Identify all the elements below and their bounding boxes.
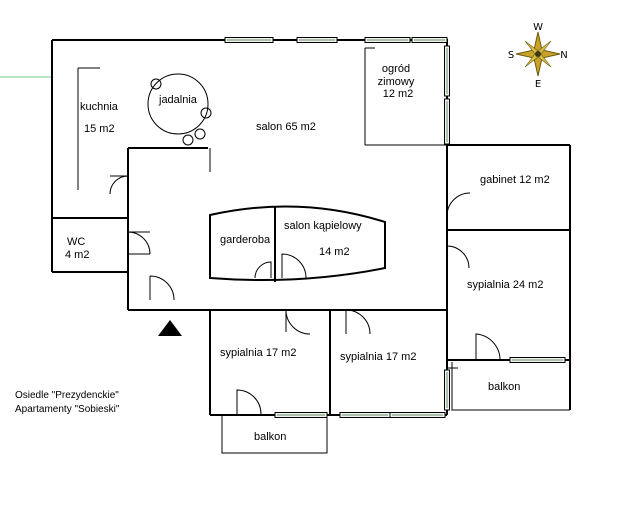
label-ogrod-3: 12 m2 <box>383 88 414 100</box>
label-lazienka: salon kąpielowy <box>284 220 362 232</box>
compass-w: W <box>533 22 543 33</box>
label-wc-area: 4 m2 <box>65 249 89 261</box>
label-garderoba: garderoba <box>220 234 271 246</box>
doors <box>109 175 501 415</box>
label-kuchnia: kuchnia <box>80 101 119 113</box>
compass-n: N <box>560 50 567 61</box>
label-gabinet: gabinet 12 m2 <box>480 174 550 186</box>
label-sypialnia-17-right: sypialnia 17 m2 <box>340 351 416 363</box>
windows <box>224 37 566 418</box>
caption: Osiedle "Prezydenckie" Apartamenty "Sobi… <box>15 390 120 415</box>
balconies <box>221 362 570 454</box>
label-wc: WC <box>67 236 85 248</box>
entrance-marker <box>158 320 182 336</box>
label-sypialnia-17-left: sypialnia 17 m2 <box>220 347 296 359</box>
label-kuchnia-area: 15 m2 <box>84 123 115 135</box>
label-jadalnia: jadalnia <box>158 94 198 106</box>
compass-s: S <box>508 50 514 61</box>
interior-walls <box>77 47 570 415</box>
compass-rose: W S N E <box>508 22 568 90</box>
label-salon: salon 65 m2 <box>256 121 316 133</box>
label-sypialnia-24: sypialnia 24 m2 <box>467 279 543 291</box>
label-balkon-right: balkon <box>488 381 520 393</box>
label-balkon-left: balkon <box>254 431 286 443</box>
label-ogrod-2: zimowy <box>378 76 415 88</box>
label-ogrod-1: ogród <box>382 63 410 75</box>
bathroom-capsule <box>209 205 386 282</box>
caption-line-2: Apartamenty "Sobieski" <box>15 404 120 415</box>
caption-line-1: Osiedle "Prezydenckie" <box>15 390 119 401</box>
label-lazienka-area: 14 m2 <box>319 246 350 258</box>
room-labels: kuchnia 15 m2 jadalnia salon 65 m2 ogród… <box>65 63 550 443</box>
compass-e: E <box>535 79 541 90</box>
dining-table <box>147 73 212 146</box>
